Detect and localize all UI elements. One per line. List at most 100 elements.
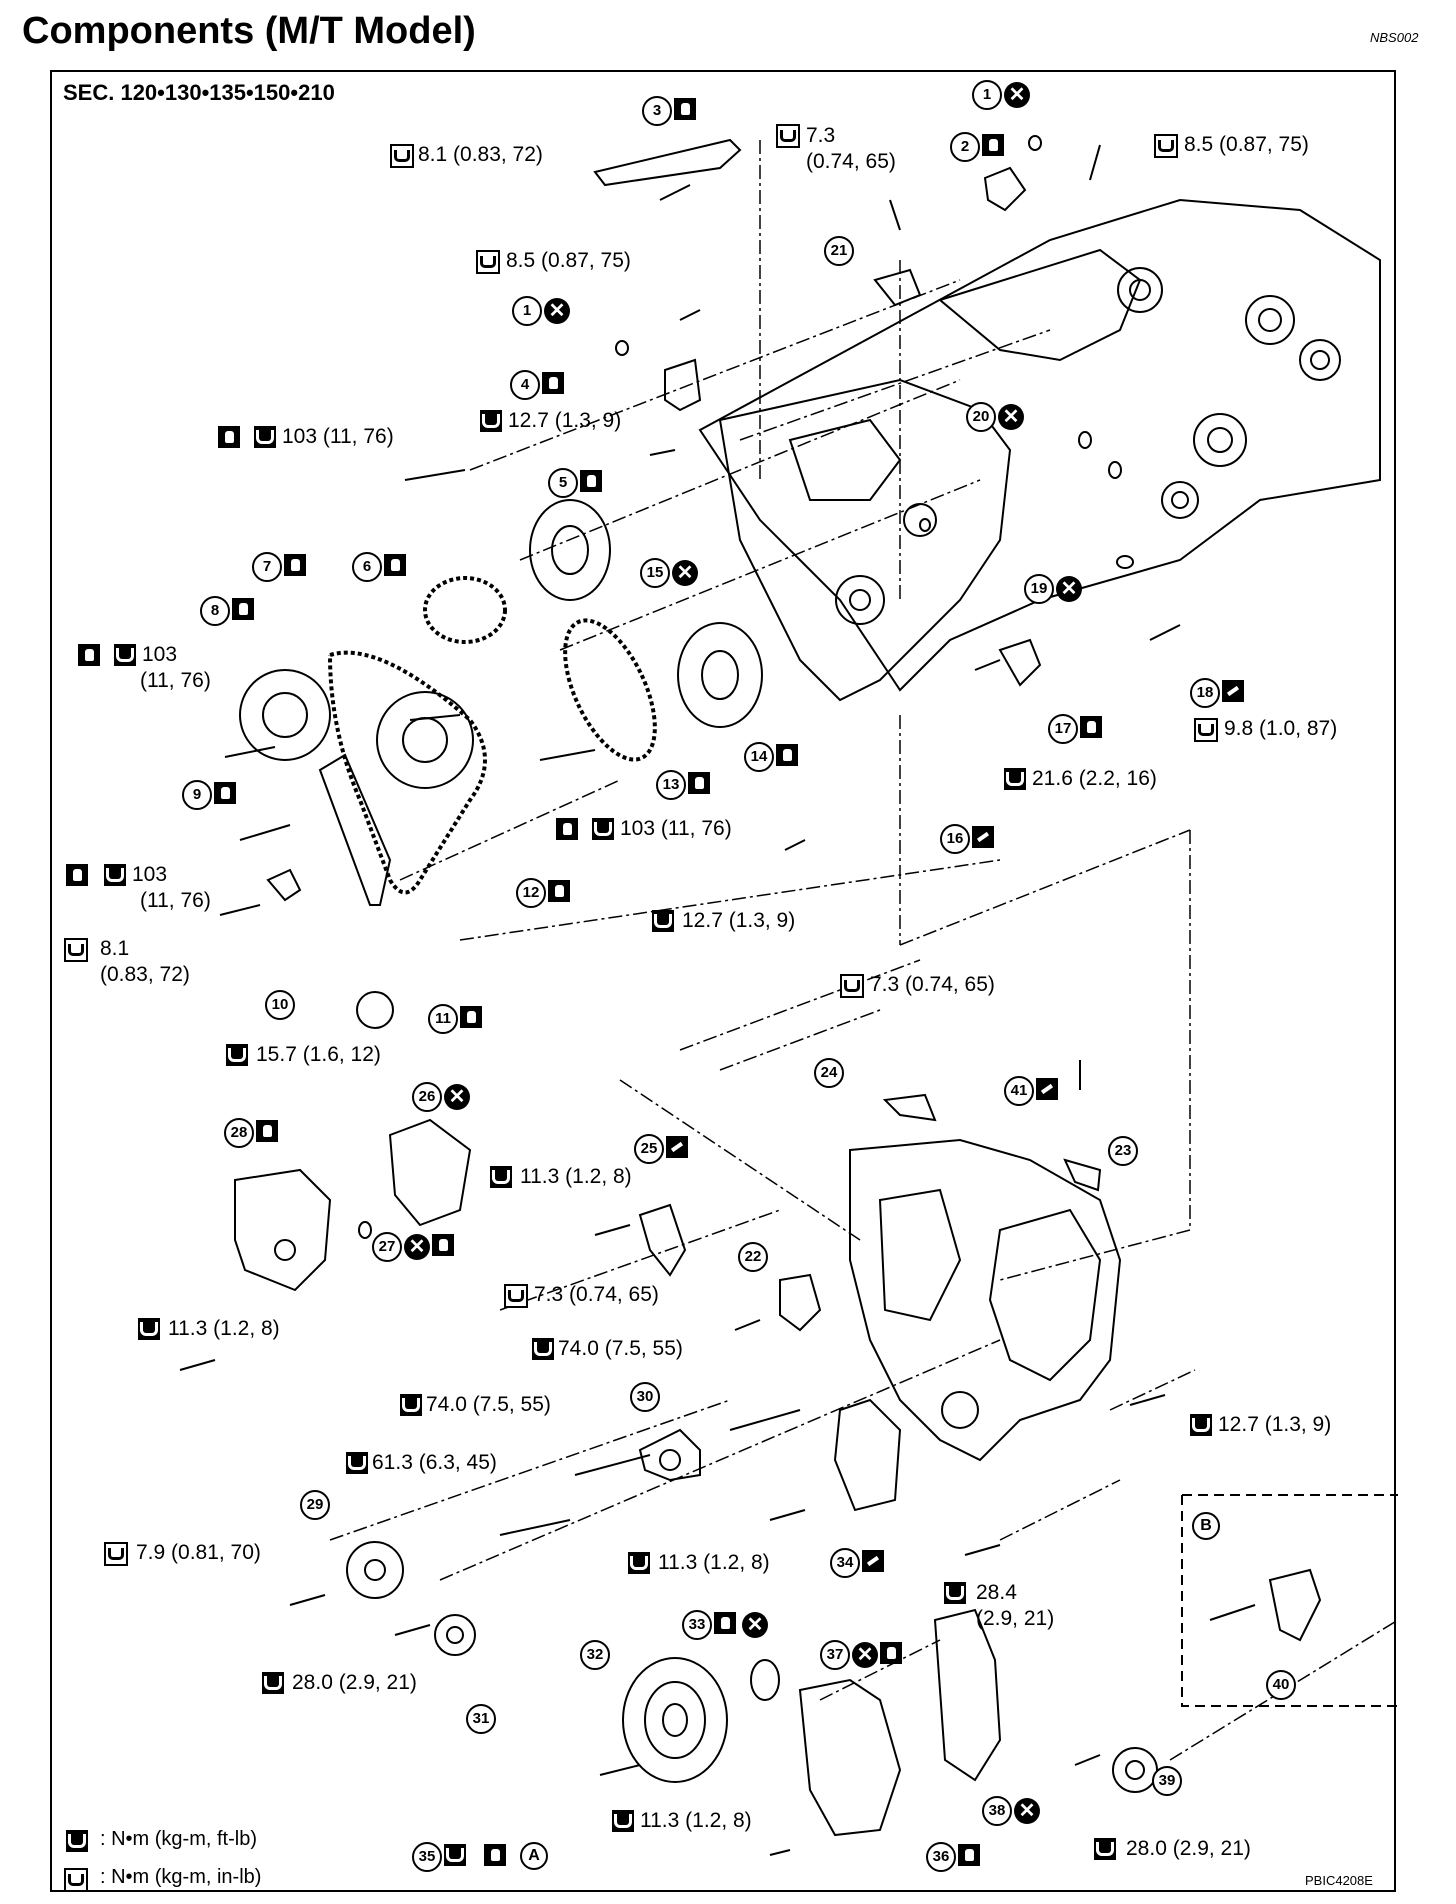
part-16: 16 — [940, 824, 970, 854]
torque-icon — [64, 938, 88, 962]
oil-icon — [548, 880, 570, 902]
timing-chain-13 — [563, 618, 657, 762]
torque-label: 8.5 (0.87, 75) — [506, 249, 631, 272]
legend-torque-ftlb: : N•m (kg-m, ft-lb) — [100, 1828, 257, 1850]
torque-label: 9.8 (1.0, 87) — [1224, 717, 1338, 740]
detail-letter-b: B — [1192, 1512, 1220, 1540]
sealant-icon — [666, 1136, 688, 1158]
torque-label: 28.0 (2.9, 21) — [1126, 1837, 1251, 1860]
ref-letter-a: A — [520, 1842, 548, 1870]
no-reuse-icon: ✕ — [544, 298, 570, 324]
part-19: 19 — [1024, 574, 1054, 604]
section-label: SEC. 120•130•135•150•210 — [63, 80, 335, 105]
part-30: 30 — [630, 1382, 660, 1412]
torque-icon — [254, 426, 276, 448]
part-41: 41 — [1004, 1076, 1034, 1106]
part-18: 18 — [1190, 678, 1220, 708]
oil-icon — [982, 134, 1004, 156]
oil-icon — [384, 554, 406, 576]
part-32: 32 — [580, 1640, 610, 1670]
torque-icon — [226, 1044, 248, 1066]
sealant-icon — [972, 826, 994, 848]
camshaft-sprocket-14 — [677, 622, 763, 728]
front-timing-chain-case — [849, 1138, 1122, 1462]
oil-icon — [958, 1844, 980, 1866]
oil-icon — [556, 818, 578, 840]
torque-icon — [104, 864, 126, 886]
torque-label: 103 (11, 76) — [282, 425, 394, 448]
torque-label: 28.4 — [976, 1581, 1017, 1604]
idler-pulley-bracket-30 — [638, 1428, 701, 1482]
torque-icon — [1190, 1414, 1212, 1436]
part-28: 28 — [224, 1118, 254, 1148]
part-17: 17 — [1048, 714, 1078, 744]
water-pump-cover-28 — [234, 1168, 332, 1292]
torque-label: (11, 76) — [140, 889, 211, 912]
part-33: 33 — [682, 1610, 712, 1640]
sensor-2 — [983, 166, 1027, 212]
torque-icon — [592, 818, 614, 840]
chain-tensioner-10 — [266, 868, 302, 902]
torque-label: 15.7 (1.6, 12) — [256, 1043, 381, 1066]
torque-icon — [652, 910, 674, 932]
engine-block-upper — [698, 198, 1381, 692]
oil-icon — [214, 782, 236, 804]
part-37: 37 — [820, 1640, 850, 1670]
torque-label: 7.9 (0.81, 70) — [136, 1541, 261, 1564]
torque-icon — [532, 1338, 554, 1360]
torque-label: 103 (11, 76) — [620, 817, 732, 840]
page-title: Components (M/T Model) — [22, 10, 476, 52]
torque-icon — [628, 1552, 650, 1574]
torque-label: 8.1 — [100, 937, 130, 960]
oil-icon — [218, 426, 240, 448]
torque-label: 8.1 (0.83, 72) — [418, 143, 543, 166]
oil-icon — [776, 744, 798, 766]
part-39: 39 — [1152, 1766, 1182, 1796]
crankshaft-pulley-32 — [622, 1657, 728, 1783]
gasket-26 — [388, 1118, 472, 1227]
torque-icon — [138, 1318, 160, 1340]
torque-label: 74.0 (7.5, 55) — [426, 1393, 551, 1416]
part-22: 22 — [738, 1242, 768, 1272]
oil-icon — [256, 1120, 278, 1142]
no-reuse-icon: ✕ — [444, 1084, 470, 1110]
torque-label: 103 — [132, 863, 168, 886]
no-reuse-icon: ✕ — [1056, 576, 1082, 602]
clip-23 — [1063, 1158, 1102, 1192]
idler-pulley-29 — [346, 1541, 404, 1599]
torque-label: 11.3 (1.2, 8) — [640, 1809, 752, 1832]
torque-icon — [504, 1284, 528, 1308]
doc-id: NBS002 — [1370, 30, 1419, 45]
no-reuse-icon: ✕ — [852, 1642, 878, 1668]
torque-label: 7.3 — [806, 124, 836, 147]
torque-icon — [346, 1452, 368, 1474]
torque-icon — [262, 1672, 284, 1694]
torque-label: 12.7 (1.3, 9) — [1218, 1413, 1332, 1436]
torque-label: 8.5 (0.87, 75) — [1184, 133, 1309, 156]
torque-label: 21.6 (2.2, 16) — [1032, 767, 1157, 790]
torque-label: 11.3 (1.2, 8) — [520, 1165, 632, 1188]
torque-icon — [66, 1830, 88, 1852]
torque-label: 61.3 (6.3, 45) — [372, 1451, 497, 1474]
torque-icon — [444, 1844, 466, 1866]
part-5: 5 — [548, 468, 578, 498]
part-21: 21 — [824, 236, 854, 266]
no-reuse-icon: ✕ — [1004, 82, 1030, 108]
torque-label: 11.3 (1.2, 8) — [658, 1551, 770, 1574]
torque-label: 12.7 (1.3, 9) — [508, 409, 622, 432]
torque-label: (2.9, 21) — [976, 1607, 1055, 1630]
bracket-24 — [882, 1093, 937, 1122]
torque-icon — [390, 144, 414, 168]
torque-label: 7.3 (0.74, 65) — [534, 1283, 659, 1306]
sealant-icon — [1222, 680, 1244, 702]
part-31: 31 — [466, 1704, 496, 1734]
part-12: 12 — [516, 878, 546, 908]
oil-icon — [674, 98, 696, 120]
part-35: 35 — [412, 1842, 442, 1872]
torque-icon — [490, 1166, 512, 1188]
part-34: 34 — [830, 1548, 860, 1578]
oil-icon — [66, 864, 88, 886]
part-36: 36 — [926, 1842, 956, 1872]
bracket-40 — [1268, 1568, 1322, 1642]
part-26: 26 — [412, 1082, 442, 1112]
